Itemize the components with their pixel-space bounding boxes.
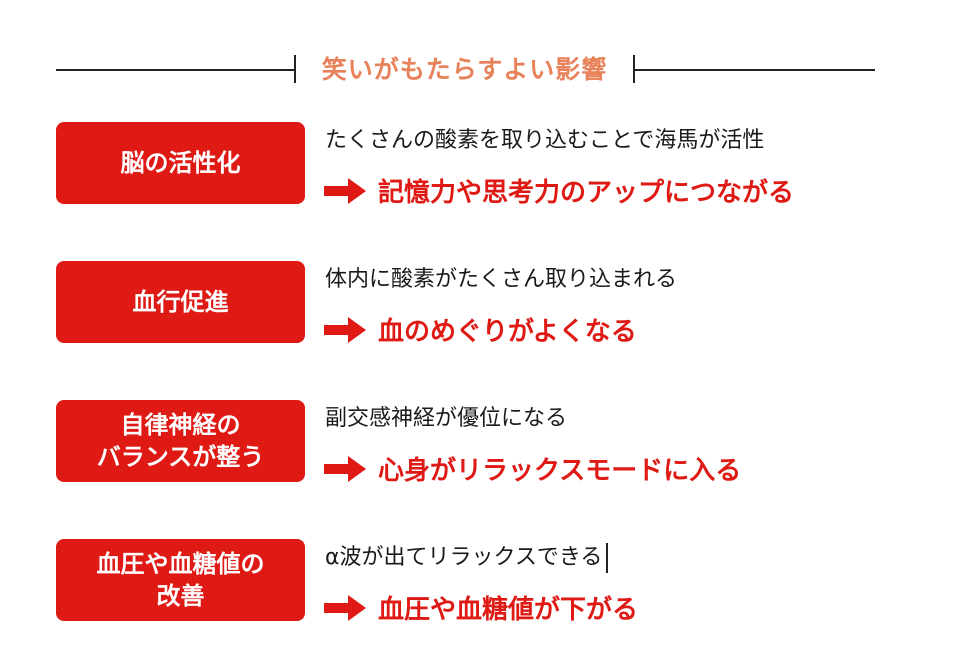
effect-badge: 脳の活性化 [56, 122, 305, 204]
right-arrow-icon [324, 455, 366, 482]
right-arrow-icon [324, 594, 366, 621]
effect-row-blood-pressure: 血圧や血糖値の 改善 α波が出てリラックスできる 血圧や血糖値が下がる [0, 539, 973, 626]
badge-label-line-2: バランスが整う [96, 443, 265, 471]
header-tick-right [633, 55, 635, 83]
result-text: 血圧や血糖値が下がる [378, 595, 639, 625]
effect-description: たくさんの酸素を取り込むことで海馬が活性 [325, 128, 765, 153]
effect-description: 体内に酸素がたくさん取り込まれる [325, 267, 678, 292]
section-header: 笑いがもたらすよい影響 [0, 0, 973, 100]
description-text: α波が出てリラックスできる [325, 545, 603, 570]
badge-label-line-1: 自律神経の [120, 410, 241, 439]
badge-label-line-2: 改善 [156, 582, 205, 610]
effect-description: 副交感神経が優位になる [325, 406, 568, 431]
header-tick-left [294, 55, 296, 83]
effect-badge: 血行促進 [56, 261, 305, 343]
badge-label-line-1: 血圧や血糖値の [96, 549, 265, 578]
badge-label: 脳の活性化 [120, 148, 241, 177]
effect-description: α波が出てリラックスできる [325, 539, 609, 573]
right-arrow-icon [324, 316, 366, 343]
effect-result: 記憶力や思考力のアップにつながる [324, 172, 794, 209]
effect-result: 心身がリラックスモードに入る [324, 450, 741, 487]
text-cursor [606, 543, 609, 573]
effect-result: 血圧や血糖値が下がる [324, 589, 638, 626]
badge-label: 血行促進 [132, 287, 229, 316]
result-text: 記憶力や思考力のアップにつながる [378, 178, 795, 208]
header-rule-left [56, 69, 296, 71]
effect-result: 血のめぐりがよくなる [324, 311, 637, 348]
effect-row-brain: 脳の活性化 たくさんの酸素を取り込むことで海馬が活性 記憶力や思考力のアップにつ… [0, 122, 973, 209]
right-arrow-icon [324, 177, 366, 204]
result-text: 血のめぐりがよくなる [378, 317, 637, 347]
header-rule-right [635, 69, 875, 71]
effect-row-autonomic: 自律神経の バランスが整う 副交感神経が優位になる 心身がリラックスモードに入る [0, 400, 973, 487]
page-title: 笑いがもたらすよい影響 [321, 55, 608, 84]
effect-row-circulation: 血行促進 体内に酸素がたくさん取り込まれる 血のめぐりがよくなる [0, 261, 973, 348]
effect-badge: 自律神経の バランスが整う [56, 400, 305, 482]
result-text: 心身がリラックスモードに入る [378, 456, 742, 486]
effect-badge: 血圧や血糖値の 改善 [56, 539, 305, 621]
